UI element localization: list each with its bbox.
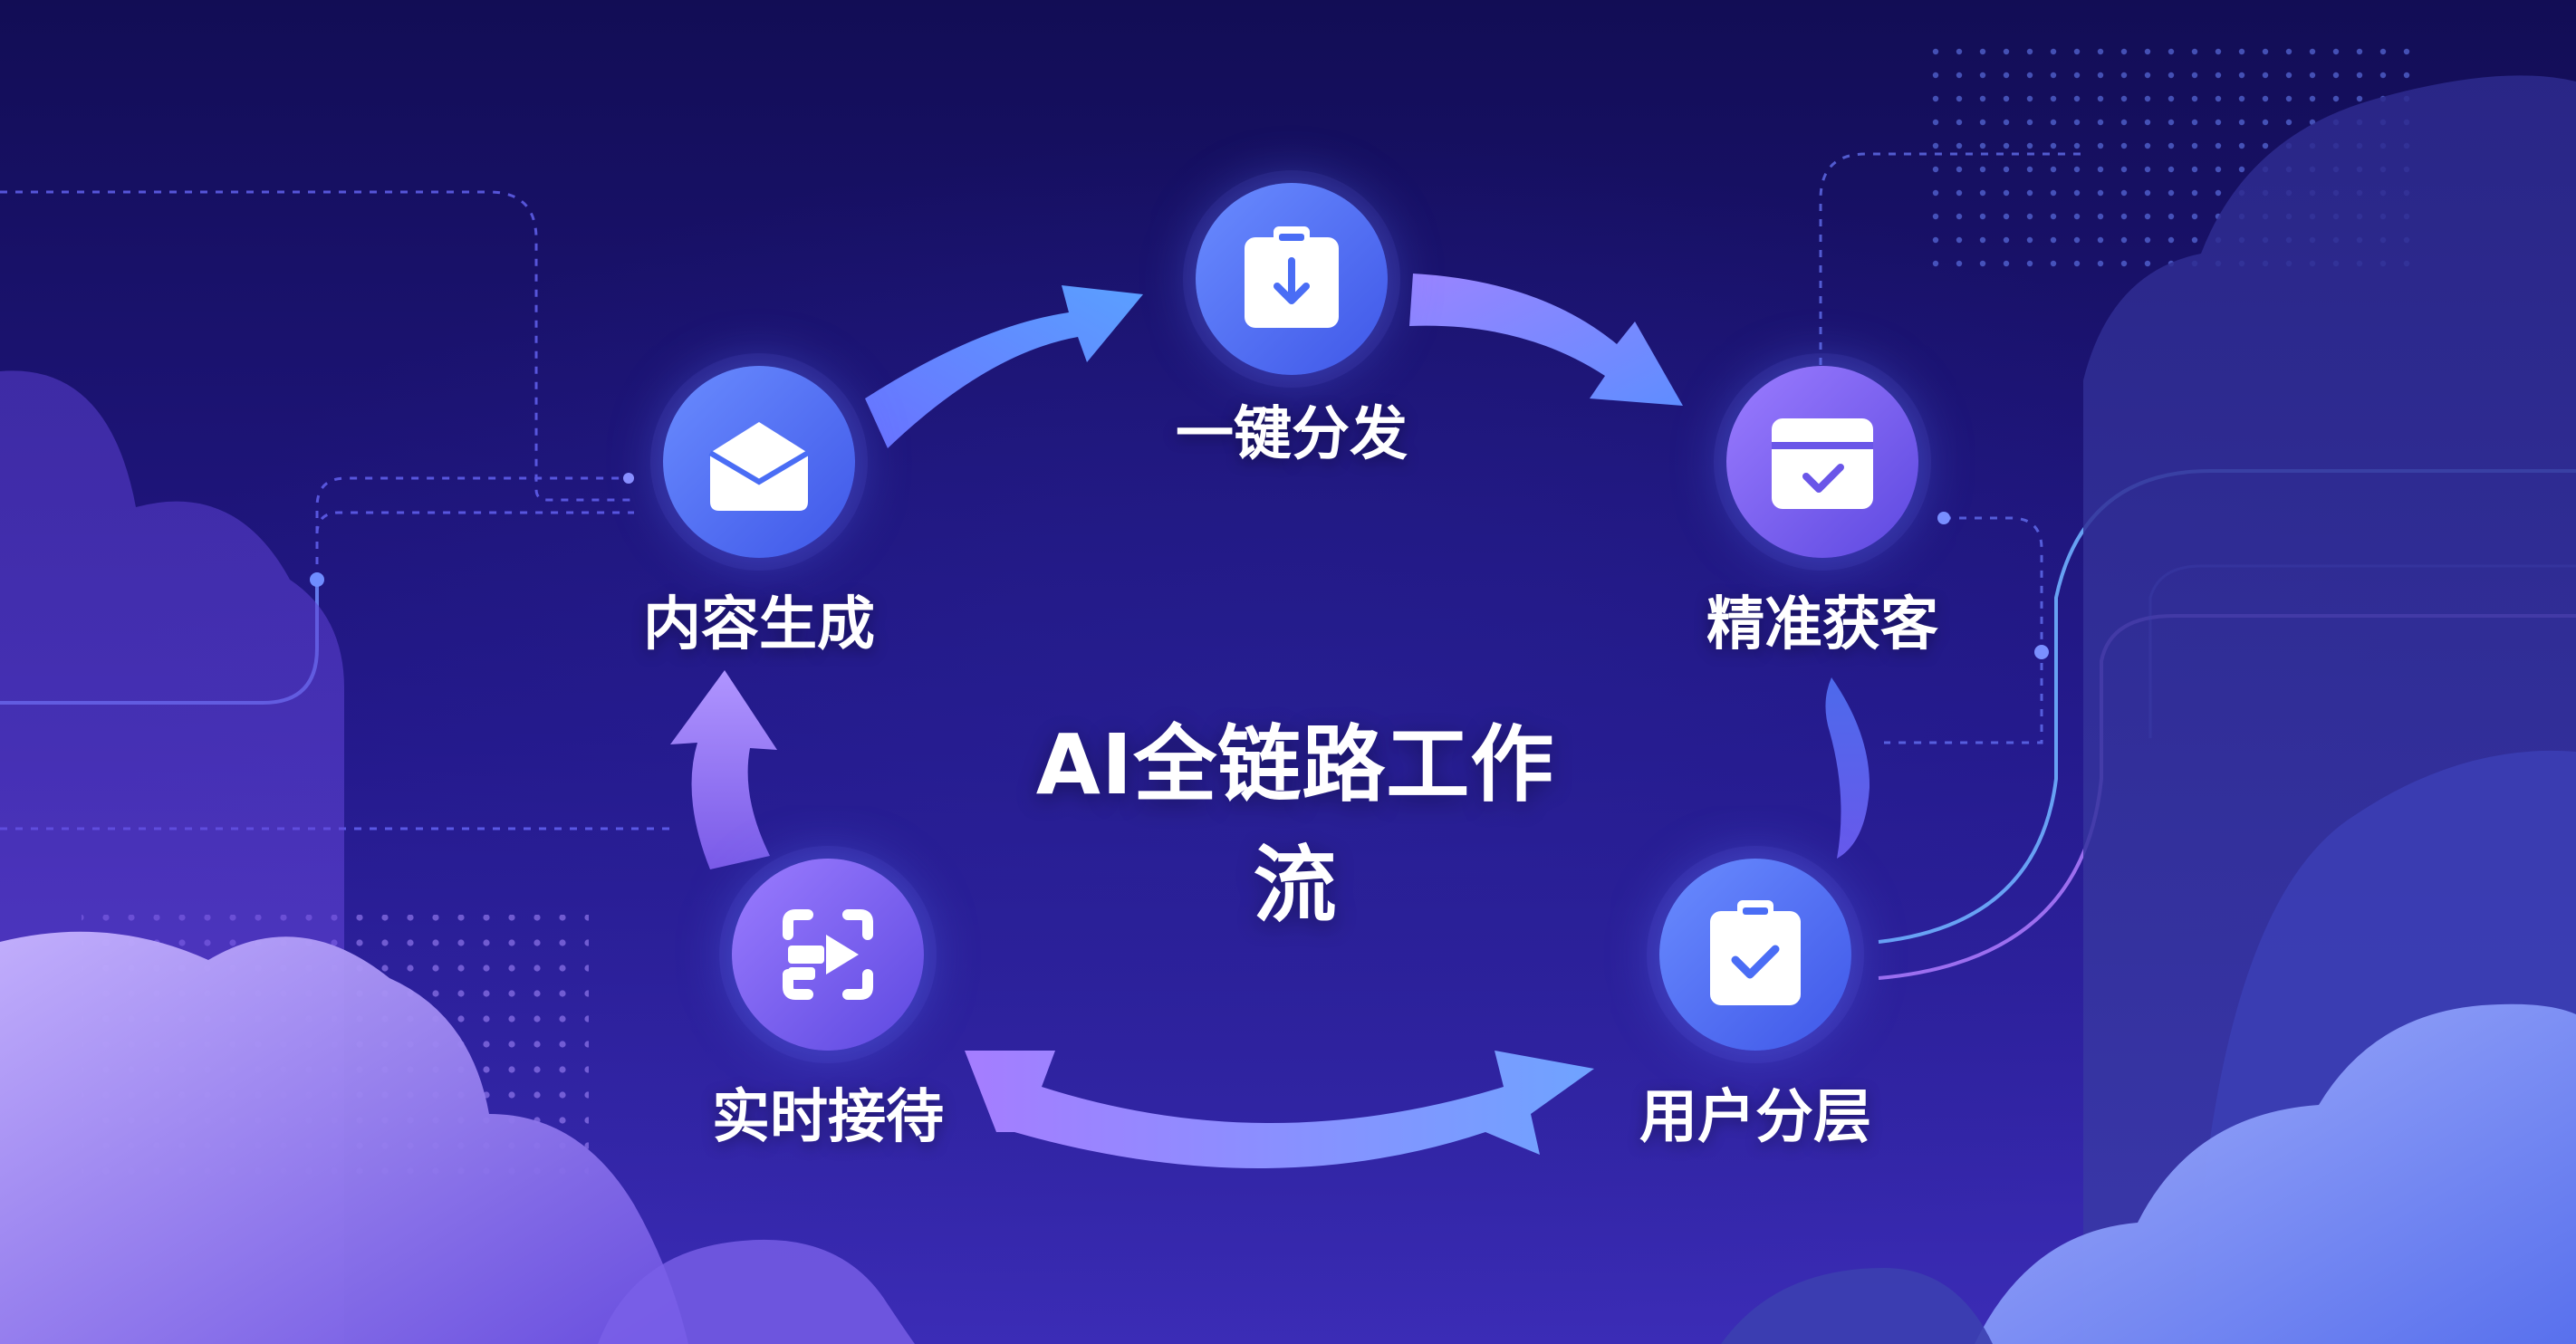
arrow-acquire-to-segment — [1825, 677, 1870, 859]
node-label: 实时接待 — [712, 1084, 944, 1151]
scan-forward-icon — [783, 909, 873, 1000]
node-disc — [1659, 859, 1851, 1051]
arrow-segment-reception-bidirectional — [965, 1051, 1594, 1168]
node-disc — [732, 859, 924, 1051]
node-label: 内容生成 — [643, 591, 875, 658]
node-label: 一键分发 — [1176, 401, 1408, 468]
clipboard-check-icon — [1710, 900, 1801, 1005]
node-disc — [1196, 183, 1388, 375]
node-label: 用户分层 — [1639, 1084, 1871, 1151]
clipboard-download-icon — [1245, 226, 1339, 328]
envelope-icon — [708, 422, 810, 511]
node-label: 精准获客 — [1706, 591, 1938, 658]
node-disc — [1726, 366, 1918, 558]
page-title: AI全链路工作流 — [1035, 716, 1555, 934]
node-disc — [663, 366, 855, 558]
cloud-left-front — [0, 931, 915, 1344]
calendar-check-icon — [1772, 418, 1873, 509]
arrow-reception-to-content — [670, 670, 777, 869]
cloud-right-front — [1721, 1003, 2576, 1344]
arrow-content-to-distribute — [865, 285, 1143, 448]
arrow-distribute-to-acquire — [1409, 274, 1683, 406]
